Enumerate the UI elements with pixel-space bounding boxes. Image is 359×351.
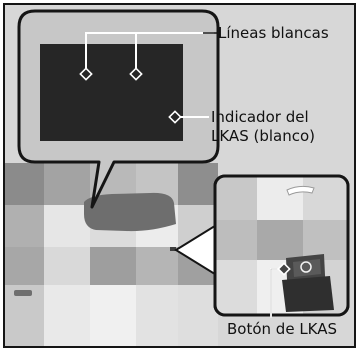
lkas-button-zoom — [174, 174, 350, 317]
instrument-display-screen — [40, 44, 183, 141]
lkas-button-label: Botón de LKAS — [227, 320, 338, 338]
display-callout — [17, 9, 220, 209]
lkas-indicator-label-line-2: LKAS (blanco) — [211, 127, 315, 145]
lkas-button-leader — [270, 262, 291, 318]
lkas-indicator-leader — [168, 110, 209, 124]
figure-frame — [3, 3, 356, 348]
lkas-button-marker — [277, 262, 291, 276]
white-lines-label: Líneas blancas — [218, 24, 329, 42]
instrument-panel — [84, 192, 176, 232]
lkas-symbol-icon — [300, 261, 312, 273]
white-line-marker-right — [129, 67, 143, 81]
white-line-marker-left — [79, 67, 93, 81]
lkas-indicator-label: Indicador del LKAS (blanco) — [211, 108, 315, 146]
lkas-indicator-marker — [168, 110, 182, 124]
lkas-indicator-label-line-1: Indicador del — [211, 108, 309, 126]
